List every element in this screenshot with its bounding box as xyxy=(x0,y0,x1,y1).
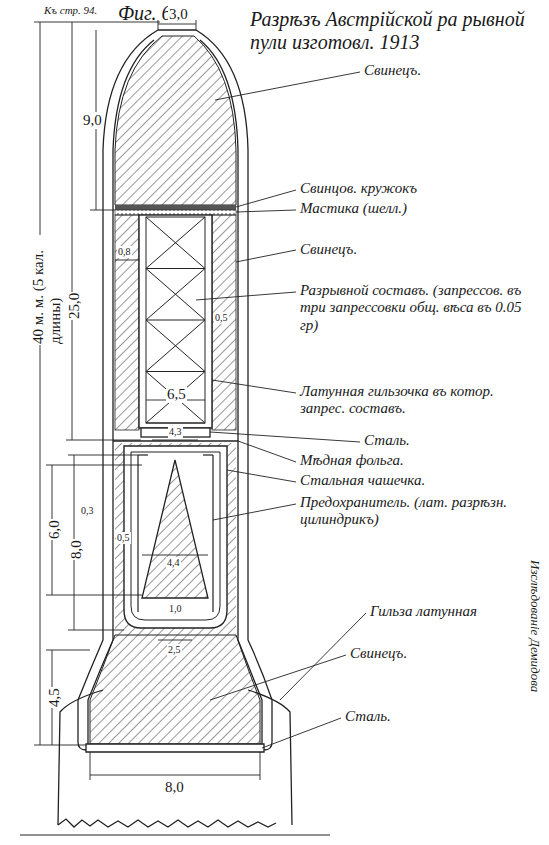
lead-side xyxy=(212,215,236,430)
part-label: Разрывной составъ. (запрессов. въ три за… xyxy=(300,282,535,334)
dimension: 0,5 xyxy=(214,312,229,324)
dimension: 4,3 xyxy=(168,426,183,438)
dimension-lines xyxy=(34,20,260,780)
brass-sleeve xyxy=(139,215,212,428)
side-note-wrap: Изслѣдованіе Демидова xyxy=(527,560,542,692)
dimension: 6,5 xyxy=(166,386,187,403)
copper-foil xyxy=(113,440,238,442)
page-ref: Къ стр. 94. xyxy=(44,4,97,17)
part-label: Свинецъ. xyxy=(350,645,407,662)
figure-title-wrap: Разрѣзъ Австрійской ра рывной пули изгот… xyxy=(250,8,540,54)
dimension: 4,4 xyxy=(166,557,181,569)
dimension-wrap: 8,0 xyxy=(68,539,85,560)
safety-cylinder xyxy=(212,455,213,612)
part-label: Мастика (шелл.) xyxy=(300,200,407,217)
part-label-wrap: Свинецъ. xyxy=(364,62,421,79)
part-label: Предохранитель. (лат. разрѣзн. цилиндрик… xyxy=(300,494,535,529)
dimension: 40 м. м. (5 кал. длины) xyxy=(30,235,65,345)
dimension-wrap: 4,4 xyxy=(166,557,181,569)
dimension-wrap: 4,3 xyxy=(168,426,183,438)
steel-cup-inner xyxy=(131,452,220,620)
striker-cone xyxy=(142,460,208,598)
dimension-wrap: 0,5 xyxy=(116,532,131,544)
dimension: 0,3 xyxy=(80,505,95,517)
part-label: Мѣдная фольга. xyxy=(300,452,404,469)
lead-disc xyxy=(115,205,236,210)
dimension: 3,0 xyxy=(168,6,189,23)
part-label-wrap: Стальная чашечка. xyxy=(300,472,425,489)
dimension-wrap: 9,0 xyxy=(82,112,103,129)
dimension: 9,0 xyxy=(82,112,103,129)
part-label: Гильза латунная xyxy=(370,603,477,620)
dimension-wrap: 0,5 xyxy=(214,312,229,324)
part-label: Свинецъ. xyxy=(300,241,357,258)
dimension-cup-wrap: 2,5 xyxy=(167,644,182,656)
part-label-wrap: Предохранитель. (лат. разрѣзн. цилиндрик… xyxy=(300,494,535,529)
part-label: Стальная чашечка. xyxy=(300,472,425,489)
page-ref-wrap: Къ стр. 94. xyxy=(44,4,97,17)
dimension: 0,5 xyxy=(116,532,131,544)
lead-mid xyxy=(115,443,236,635)
part-label: Свинцов. кружокъ xyxy=(300,180,417,197)
dimension-wrap: 40 м. м. (5 кал. длины) xyxy=(30,235,65,345)
side-note: Изслѣдованіе Демидова xyxy=(527,560,542,692)
dimension-wrap: 25,0 xyxy=(66,292,83,320)
part-label-wrap: Мѣдная фольга. xyxy=(300,452,404,469)
dimension: 6,0 xyxy=(46,519,63,540)
lead-nose xyxy=(115,36,236,205)
part-label: Сталь. xyxy=(364,432,410,449)
lead-base xyxy=(90,635,260,744)
dimension-wrap: 8,0 xyxy=(164,779,185,796)
dimension: 4,5 xyxy=(46,687,63,708)
dimension: 25,0 xyxy=(66,292,83,320)
dimension-wrap: 6,0 xyxy=(46,519,63,540)
part-label-wrap: Латунная гильзочка въ котор. запрес. сос… xyxy=(300,383,535,418)
part-label-wrap: Сталь. xyxy=(364,432,410,449)
dimension: 8,0 xyxy=(164,779,185,796)
part-label-wrap: Гильза латунная xyxy=(370,603,477,620)
cartridge-case xyxy=(20,690,330,835)
dimension-wrap: 3,0 xyxy=(168,6,189,23)
part-label: Свинецъ. xyxy=(364,62,421,79)
part-label-wrap: Сталь. xyxy=(345,708,391,725)
dimension: 0,8 xyxy=(117,246,132,258)
part-label: Сталь. xyxy=(345,708,391,725)
part-label-wrap: Мастика (шелл.) xyxy=(300,200,407,217)
figure-title: Разрѣзъ Австрійской ра рывной пули изгот… xyxy=(250,8,540,54)
part-label-wrap: Свинцов. кружокъ xyxy=(300,180,417,197)
part-label-wrap: Свинецъ. xyxy=(350,645,407,662)
explosive-crosses xyxy=(146,217,205,423)
steel-cup xyxy=(124,446,227,628)
dimension-wrap: 1,0 xyxy=(168,603,183,615)
dimension-wrap: 0,8 xyxy=(117,246,132,258)
part-label-wrap: Свинецъ. xyxy=(300,241,357,258)
dimension-wrap: 6,5 xyxy=(166,386,187,403)
steel-base xyxy=(86,744,264,752)
dimension-wrap: 0,3 xyxy=(80,505,95,517)
lead-side xyxy=(115,215,139,430)
dimension: 1,0 xyxy=(168,603,183,615)
mastic xyxy=(115,210,236,215)
safety-cylinder xyxy=(137,455,138,612)
explosive-charge xyxy=(146,217,205,423)
dimension-wrap: 4,5 xyxy=(46,687,63,708)
part-label: Латунная гильзочка въ котор. запрес. сос… xyxy=(300,383,535,418)
bullet-outline xyxy=(78,30,272,750)
part-label-wrap: Разрывной составъ. (запрессов. въ три за… xyxy=(300,282,535,334)
dimension-cup: 2,5 xyxy=(167,644,182,656)
dimension: 8,0 xyxy=(68,539,85,560)
